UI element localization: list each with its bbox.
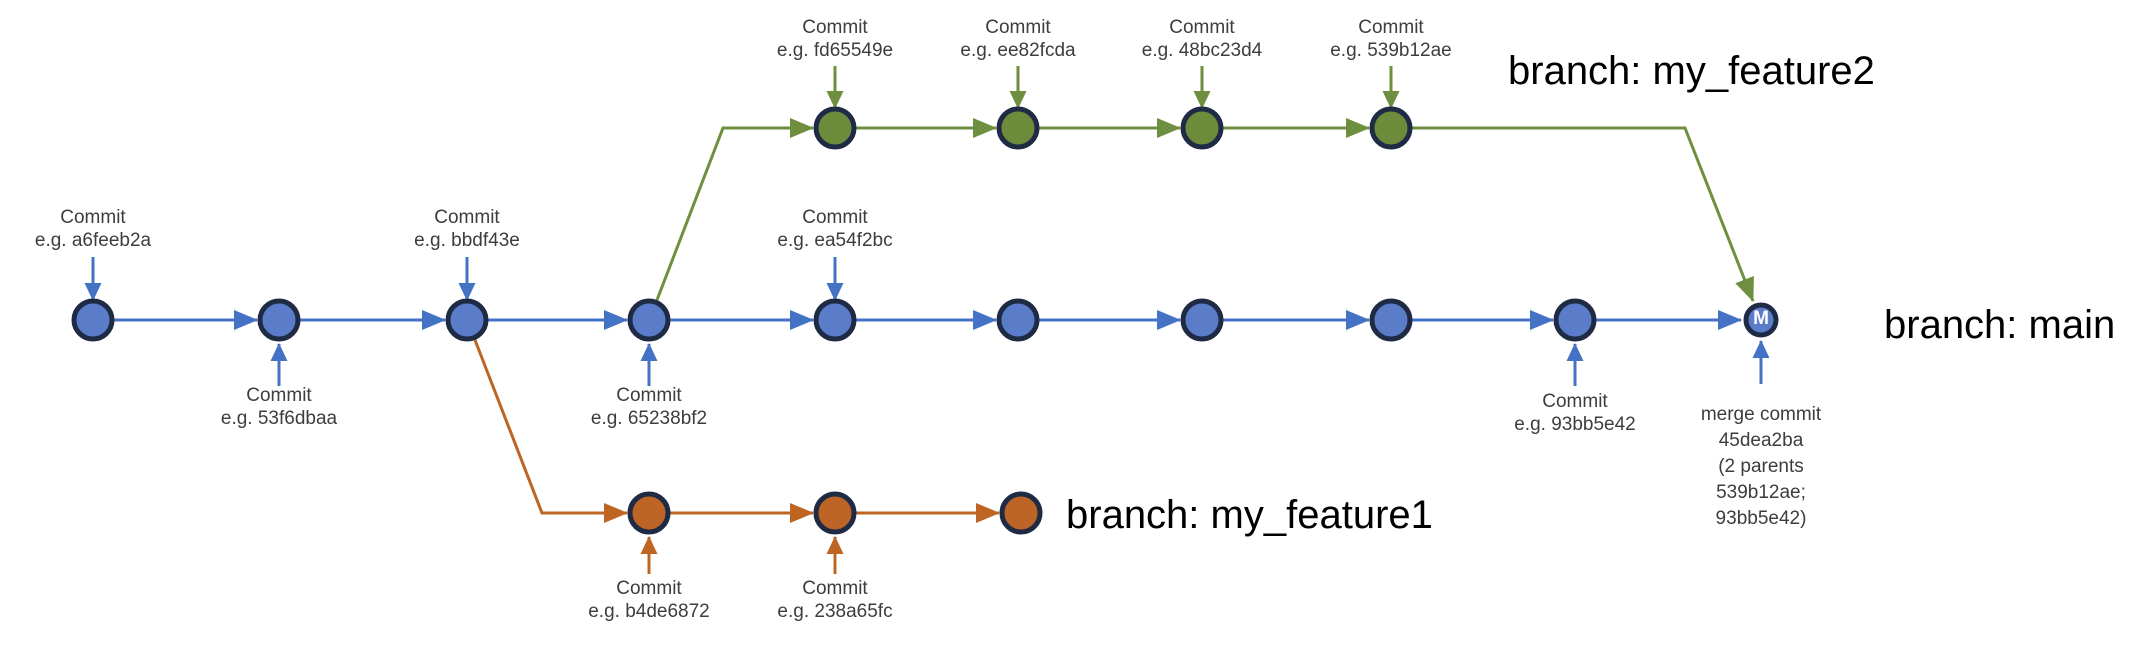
commit-label-65238bf2: Commit e.g. 65238bf2: [591, 384, 707, 430]
commit-node-feature1-1: [627, 491, 671, 535]
merge-label-line1: merge commit: [1700, 404, 1822, 425]
commit-node-main-8: [1369, 298, 1413, 342]
merge-node-letter: M: [1753, 308, 1769, 330]
commit-label-fd65549e: Commit e.g. fd65549e: [777, 16, 893, 62]
feature2-branch-nodes: [813, 106, 1413, 150]
branch-label-my-feature2: branch: my_feature2: [1508, 49, 1875, 93]
commit-label-ea54f2bc: Commit e.g. ea54f2bc: [777, 206, 892, 252]
commit-node-feature2-1: [813, 106, 857, 150]
commit-node-main-1: [71, 298, 115, 342]
feature2-branch-line: [655, 118, 1755, 302]
merge-label-line4: 539b12ae;: [1716, 482, 1806, 503]
commit-label-hash: e.g. bbdf43e: [414, 230, 520, 251]
commit-node-main-5: [813, 298, 857, 342]
commit-label-title: Commit: [985, 17, 1051, 38]
commit-label-hash: e.g. 48bc23d4: [1141, 40, 1263, 61]
commit-node-main-2: [257, 298, 301, 342]
commit-label-b4de6872: Commit e.g. b4de6872: [588, 577, 710, 623]
merge-label-line3: (2 parents: [1718, 456, 1804, 477]
feature1-branch-nodes: [627, 491, 1043, 535]
commit-node-feature2-4: [1369, 106, 1413, 150]
commit-label-hash: e.g. 539b12ae: [1330, 40, 1452, 61]
commit-node-main-3: [445, 298, 489, 342]
commit-annotation-arrows: [84, 66, 1770, 574]
commit-label-hash: e.g. fd65549e: [776, 40, 894, 61]
commit-label-hash: e.g. 93bb5e42: [1514, 414, 1636, 435]
commit-label-53f6dbaa: Commit e.g. 53f6dbaa: [221, 384, 337, 430]
commit-node-main-4: [627, 298, 671, 342]
commit-label-title: Commit: [1358, 17, 1424, 38]
commit-node-main-7: [1180, 298, 1224, 342]
commit-label-hash: e.g. 238a65fc: [777, 601, 893, 622]
commit-label-ee82fcda: Commit e.g. ee82fcda: [960, 16, 1075, 62]
commit-label-title: Commit: [802, 17, 868, 38]
commit-label-title: Commit: [802, 578, 868, 599]
commit-node-feature1-2: [813, 491, 857, 535]
commit-label-238a65fc: Commit e.g. 238a65fc: [777, 577, 892, 623]
commit-label-bbdf43e: Commit e.g. bbdf43e: [414, 206, 520, 252]
feature1-branch-line: [473, 339, 1000, 523]
commit-label-hash: e.g. b4de6872: [588, 601, 710, 622]
commit-label-title: Commit: [246, 385, 312, 406]
commit-node-main-6: [996, 298, 1040, 342]
commit-node-feature2-2: [996, 106, 1040, 150]
commit-label-title: Commit: [616, 385, 682, 406]
branch-label-my-feature1: branch: my_feature1: [1066, 493, 1433, 537]
merge-label-line5: 93bb5e42): [1715, 508, 1807, 529]
commit-label-title: Commit: [802, 207, 868, 228]
commit-label-title: Commit: [60, 207, 126, 228]
commit-label-title: Commit: [434, 207, 500, 228]
commit-label-hash: e.g. 65238bf2: [590, 408, 708, 429]
commit-label-hash: e.g. ee82fcda: [960, 40, 1076, 61]
commit-node-feature1-3: [999, 491, 1043, 535]
branch-label-main: branch: main: [1884, 303, 2116, 347]
main-branch-nodes: [71, 298, 1779, 342]
commit-label-hash: e.g. 53f6dbaa: [220, 408, 338, 429]
commit-label-title: Commit: [1169, 17, 1235, 38]
merge-commit-node: [1743, 302, 1779, 338]
commit-node-main-9: [1553, 298, 1597, 342]
commit-label-a6feeb2a: Commit e.g. a6feeb2a: [35, 206, 151, 252]
commit-label-title: Commit: [1542, 391, 1608, 412]
commit-label-hash: e.g. ea54f2bc: [777, 230, 893, 251]
commit-label-hash: e.g. a6feeb2a: [34, 230, 152, 251]
commit-node-feature2-3: [1180, 106, 1224, 150]
merge-commit-label: merge commit 45dea2ba (2 parents 539b12a…: [1701, 402, 1821, 532]
commit-label-93bb5e42: Commit e.g. 93bb5e42: [1514, 390, 1636, 436]
merge-label-line2: 45dea2ba: [1718, 430, 1804, 451]
commit-label-539b12ae: Commit e.g. 539b12ae: [1330, 16, 1452, 62]
commit-label-48bc23d4: Commit e.g. 48bc23d4: [1142, 16, 1262, 62]
commit-label-title: Commit: [616, 578, 682, 599]
